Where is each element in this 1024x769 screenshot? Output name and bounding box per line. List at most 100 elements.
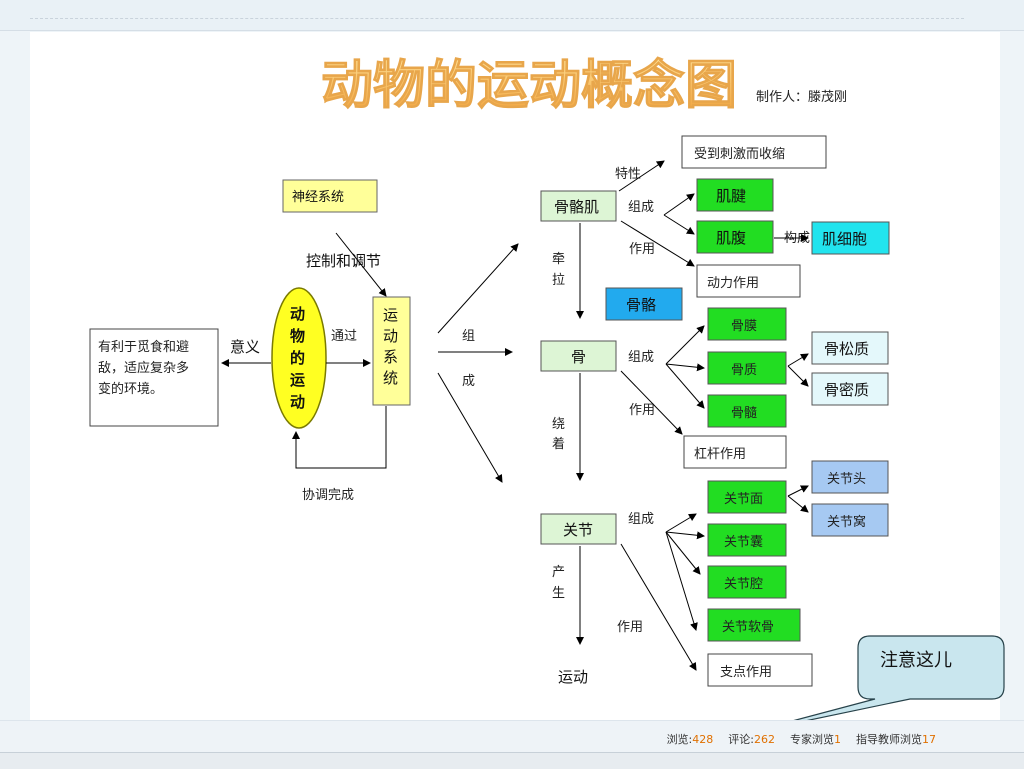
joint-cartilage-box [707, 608, 801, 642]
periosteum-box [707, 307, 787, 341]
motor-char-4: 统 [383, 369, 398, 387]
joint-head-box [811, 460, 889, 494]
tendon-box [696, 178, 774, 212]
expert-views-count: 1 [834, 733, 841, 746]
pivot-function-label: 支点作用 [720, 665, 772, 680]
pivot-function-box [707, 653, 813, 687]
joint-surface-label: 关节面 [724, 492, 763, 507]
around-char-2: 着 [552, 436, 565, 452]
joint-cavity-arrow [665, 531, 701, 575]
views-count: 428 [692, 733, 714, 746]
coordinate-loop-arrow [292, 406, 387, 469]
bone-function-label: 作用 [629, 403, 655, 418]
center-char-2: 物 [290, 327, 305, 345]
movement-label: 运动 [558, 668, 588, 686]
pull-char-2: 拉 [552, 273, 565, 288]
joint-head-label: 关节头 [827, 472, 866, 487]
joint-capsule-arrow [665, 531, 705, 540]
bone-marrow-box [707, 394, 787, 428]
control-arrow [335, 232, 387, 297]
property-arrow [618, 160, 665, 192]
stats-group: 浏览:428 评论:262 专家浏览1 指导教师浏览17 [667, 731, 936, 747]
periosteum-label: 骨膜 [731, 319, 757, 334]
property-label: 特性 [615, 167, 641, 182]
top-band [0, 0, 1024, 31]
significance-line-2: 敌，适应复杂多 [98, 360, 189, 376]
skeletal-muscle-box [540, 190, 617, 222]
muscle-composition-label: 组成 [628, 200, 654, 215]
lever-function-label: 杠杆作用 [694, 446, 746, 462]
joint-capsule-label: 关节囊 [724, 534, 763, 550]
comments-count[interactable]: 262 [754, 733, 775, 746]
belly-label: 肌腹 [716, 229, 746, 247]
joint-cartilage-label: 关节软骨 [722, 620, 774, 635]
joint-cavity-label: 关节腔 [724, 577, 763, 592]
callout-text: 注意这儿 [880, 650, 952, 671]
lever-function-box [683, 435, 787, 469]
muscle-function-label: 作用 [629, 242, 655, 257]
nervous-system-box [282, 179, 378, 213]
author-label: 制作人：滕茂刚 [756, 90, 847, 105]
teacher-views-count: 17 [922, 733, 936, 746]
center-char-3: 的 [290, 349, 305, 367]
motor-char-1: 运 [383, 306, 398, 324]
muscle-function-arrow [620, 220, 695, 267]
skeletal-muscle-label: 骨骼肌 [554, 198, 599, 216]
joint-socket-label: 关节窝 [827, 514, 866, 530]
views-label: 浏览: [666, 733, 693, 746]
bone-box [540, 340, 617, 372]
muscle-property-label: 受到刺激而收缩 [694, 146, 785, 162]
nervous-system-label: 神经系统 [292, 190, 344, 205]
spongy-bone-label: 骨松质 [824, 340, 869, 358]
around-char-1: 绕 [552, 417, 565, 432]
significance-line-1: 有利于觅食和避 [98, 339, 189, 355]
significance-box [89, 328, 219, 427]
spongy-arrow [787, 353, 809, 367]
joint-capsule-box [707, 523, 787, 557]
joint-head-arrow [787, 485, 809, 497]
coordinate-label: 协调完成 [302, 488, 354, 503]
produce-char-1: 产 [552, 565, 565, 580]
map-title: 动物的运动概念图 [321, 55, 737, 116]
bone-substance-arrow [665, 363, 705, 372]
teacher-views-label: 指导教师浏览 [856, 733, 922, 746]
expert-views-label: 专家浏览 [790, 733, 834, 746]
callout-bubble [742, 635, 1005, 735]
compose-char-2: 成 [462, 374, 475, 389]
joint-cartilage-arrow [665, 531, 698, 631]
comments-label[interactable]: 评论: [728, 733, 754, 746]
power-function-label: 动力作用 [707, 276, 759, 291]
marrow-arrow [665, 363, 705, 409]
power-function-box [696, 264, 801, 298]
periosteum-arrow [665, 325, 705, 365]
compose-arrow-muscle [437, 243, 519, 334]
joint-label: 关节 [563, 521, 593, 539]
joint-socket-arrow [787, 495, 809, 513]
bone-label: 骨 [571, 348, 586, 366]
bottom-strip [0, 752, 1024, 769]
spongy-bone-box [811, 331, 889, 365]
tendon-arrow [663, 193, 695, 216]
motor-char-3: 系 [383, 348, 398, 366]
motor-system-box [372, 296, 411, 406]
belly-arrow [663, 214, 695, 235]
center-char-1: 动 [290, 305, 305, 323]
joint-socket-box [811, 503, 889, 537]
produce-char-2: 生 [552, 586, 565, 601]
tendon-label: 肌腱 [716, 187, 746, 205]
top-divider [30, 18, 964, 19]
significance-label: 意义 [230, 338, 260, 356]
joint-cavity-box [707, 565, 787, 599]
bone-substance-label: 骨质 [731, 363, 757, 378]
joint-composition-label: 组成 [628, 512, 654, 527]
compact-bone-label: 骨密质 [824, 381, 869, 399]
bone-composition-label: 组成 [628, 350, 654, 365]
belly-box [696, 220, 774, 254]
stats-bar: 浏览:428 评论:262 专家浏览1 指导教师浏览17 [0, 720, 1024, 753]
joint-box [540, 513, 617, 545]
bone-substance-box [707, 351, 787, 385]
bone-function-arrow [620, 370, 683, 435]
significance-line-3: 变的环境。 [98, 381, 163, 397]
compact-arrow [787, 365, 809, 387]
